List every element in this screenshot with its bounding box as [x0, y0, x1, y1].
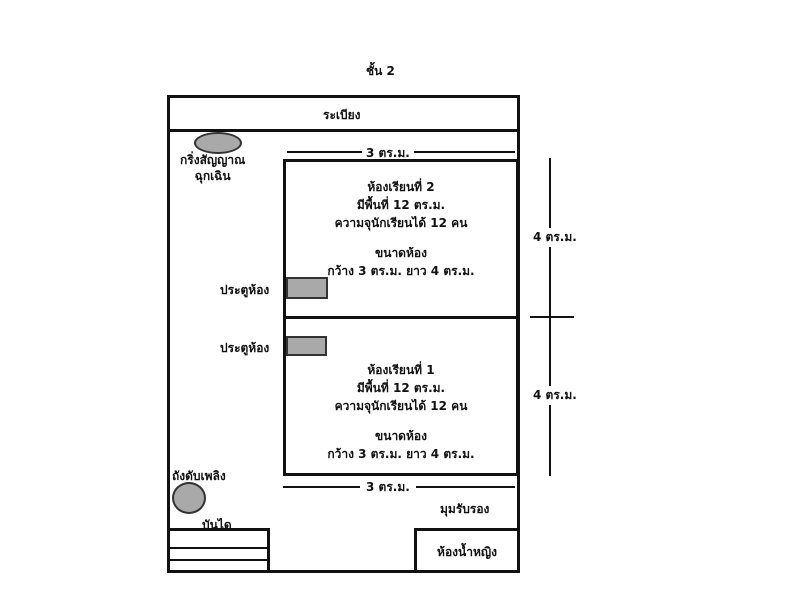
room1-line: ขนาดห้อง: [375, 429, 427, 443]
corridor-divider: [167, 129, 520, 132]
room2-line: ความจุนักเรียนได้ 12 คน: [334, 216, 468, 230]
fire-extinguisher-icon: [172, 482, 206, 514]
room1-line: มีพื้นที่ 12 ตร.ม.: [356, 381, 446, 395]
room1-line: ความจุนักเรียนได้ 12 คน: [334, 399, 468, 413]
stairs-icon: [167, 528, 270, 573]
dimension-tick: [530, 316, 574, 318]
room1-info: ห้องเรียนที่ 1 มีพื้นที่ 12 ตร.ม. ความจุ…: [286, 361, 516, 463]
extinguisher-label: ถังดับเพลิง: [172, 469, 226, 483]
door-room-1: [286, 336, 327, 356]
room2-line: ขนาดห้อง: [375, 246, 427, 260]
restroom-women: ห้องน้ำหญิง: [414, 528, 520, 573]
room1-line: กว้าง 3 ตร.ม. ยาว 4 ตร.ม.: [327, 447, 475, 461]
alarm-label: กริ่งสัญญาณฉุกเฉิน: [180, 152, 245, 184]
dimension-top-label: 3 ตร.ม.: [362, 144, 414, 163]
alarm-icon: [194, 132, 242, 154]
room2-line: มีพื้นที่ 12 ตร.ม.: [356, 198, 446, 212]
door-room-2: [286, 277, 328, 299]
door1-label: ประตูห้อง: [220, 341, 270, 355]
corridor-label: ระเบียง: [323, 108, 361, 122]
room1-line: ห้องเรียนที่ 1: [367, 363, 435, 377]
door2-label: ประตูห้อง: [220, 283, 270, 297]
restroom-label: ห้องน้ำหญิง: [437, 545, 497, 559]
height-lower-label: 4 ตร.ม.: [533, 386, 577, 405]
floor-title: ชั้น 2: [366, 64, 395, 78]
alarm-line-2: ฉุกเฉิน: [194, 169, 231, 183]
alarm-line-1: กริ่งสัญญาณ: [180, 153, 246, 167]
dimension-bottom-label: 3 ตร.ม.: [360, 478, 416, 497]
lounge-label: มุมรับรอง: [440, 502, 490, 516]
classroom-1: ห้องเรียนที่ 1 มีพื้นที่ 12 ตร.ม. ความจุ…: [283, 316, 519, 476]
room2-info: ห้องเรียนที่ 2 มีพื้นที่ 12 ตร.ม. ความจุ…: [286, 178, 516, 280]
height-upper-label: 4 ตร.ม.: [533, 228, 577, 247]
room2-line: ห้องเรียนที่ 2: [367, 180, 435, 194]
room2-line: กว้าง 3 ตร.ม. ยาว 4 ตร.ม.: [327, 264, 475, 278]
